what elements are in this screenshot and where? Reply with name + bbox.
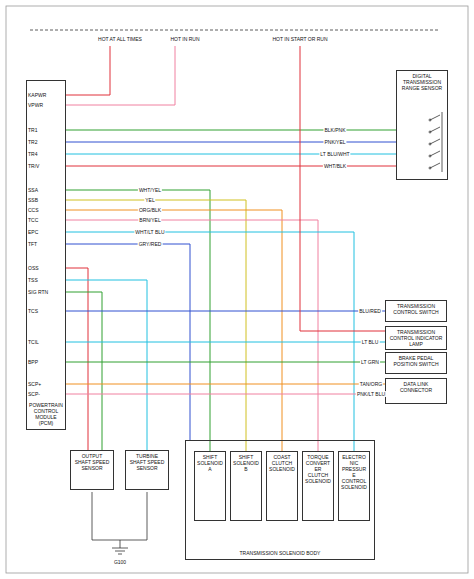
power-source: HOT IN START OR RUN	[265, 34, 335, 46]
node-label: HOT AT ALL TIMES	[90, 34, 150, 44]
wire-color: PNK/LT BLU	[356, 391, 386, 397]
pin-name: TCIL	[28, 339, 39, 345]
wire	[66, 46, 110, 95]
solenoid-body: TRANSMISSION SOLENOID BODY SHIFT SOLENOID…	[185, 440, 375, 560]
node-label: TRANSMISSION CONTROL INDICATOR LAMP	[386, 327, 446, 349]
power-source: HOT AT ALL TIMES	[90, 34, 150, 46]
pin-name: SCP+	[28, 381, 41, 387]
indicator-lamp: TRANSMISSION CONTROL INDICATOR LAMP	[385, 326, 447, 350]
brake-switch: BRAKE PEDAL POSITION SWITCH	[385, 352, 447, 374]
pin-name: SIG RTN	[28, 289, 48, 295]
wire-color: WHT/YEL	[138, 187, 162, 193]
wire	[66, 200, 246, 451]
wire-color: BLU/RED	[358, 308, 382, 314]
pin-name: TR/V	[28, 163, 39, 169]
node-label: TURBINE SHAFT SPEED SENSOR	[126, 451, 168, 473]
pin-name: TR1	[28, 127, 37, 133]
node-label: TRANSMISSION SOLENOID BODY	[186, 548, 374, 558]
pin-name: VPWR	[28, 102, 43, 108]
solenoid: SHIFT SOLENOID B	[230, 451, 262, 521]
solenoid: TORQUE CONVERTER CLUTCH SOLENOID	[302, 451, 334, 521]
wire	[66, 342, 385, 343]
pin-name: TSS	[28, 277, 38, 283]
pin-name: TFT	[28, 241, 37, 247]
pin-name: KAPWR	[28, 92, 46, 98]
node-label: HOT IN RUN	[160, 34, 210, 44]
node-label: POWERTRAIN CONTROL MODULE (PCM)	[27, 400, 65, 428]
solenoid: SHIFT SOLENOID A	[194, 451, 226, 521]
pin-name: TCS	[28, 308, 38, 314]
node-label: COAST CLUTCH SOLENOID	[267, 452, 297, 474]
node-label: DIGITAL TRANSMISSION RANGE SENSOR	[397, 71, 447, 93]
wire	[66, 190, 210, 451]
wire	[66, 384, 385, 385]
solenoid: ELECTRONIC PRESSURE CONTROL SOLENOID	[338, 451, 370, 521]
wire	[66, 268, 88, 450]
pin-name: OSS	[28, 265, 39, 271]
node-label: DATA LINK CONNECTOR	[386, 379, 446, 395]
wire	[66, 280, 147, 450]
control-switch: TRANSMISSION CONTROL SWITCH	[385, 300, 447, 322]
wire-color: BRN/YEL	[138, 217, 161, 223]
node-label: ELECTRONIC PRESSURE CONTROL SOLENOID	[339, 452, 369, 492]
wire	[66, 292, 102, 450]
wire	[66, 220, 318, 451]
ground-id: G100	[113, 559, 127, 565]
wire-color: WHT/LT BLU	[134, 229, 165, 235]
wire-color: LT GRN	[360, 359, 380, 365]
node-label: TORQUE CONVERTER CLUTCH SOLENOID	[303, 452, 333, 486]
pin-name: SCP-	[28, 391, 40, 397]
wire-color: BLK/PNK	[323, 127, 346, 133]
wire-color: WHT/BLK	[323, 163, 347, 169]
wire	[66, 46, 175, 105]
pin-name: SSB	[28, 197, 38, 203]
wire-color: YEL	[144, 197, 155, 203]
wire	[66, 210, 282, 451]
pin-name: TR2	[28, 139, 37, 145]
pin-name: EPC	[28, 229, 38, 235]
wire-color: LT BLU/WHT	[319, 151, 350, 157]
node-label: OUTPUT SHAFT SPEED SENSOR	[71, 451, 113, 473]
node-label: SHIFT SOLENOID B	[231, 452, 261, 474]
pin-name: TCC	[28, 217, 38, 223]
speed-sensor: OUTPUT SHAFT SPEED SENSOR	[70, 450, 114, 490]
pin-name: TR4	[28, 151, 37, 157]
node-label: TRANSMISSION CONTROL SWITCH	[386, 301, 446, 317]
solenoid: COAST CLUTCH SOLENOID	[266, 451, 298, 521]
pin-name: SSA	[28, 187, 38, 193]
wire-color: TAN/ORG	[359, 381, 383, 387]
pin-name: CCS	[28, 207, 39, 213]
wire	[66, 394, 385, 395]
wire-color: LT BLU	[361, 339, 380, 345]
wire-color: PNK/YEL	[323, 139, 346, 145]
power-source: HOT IN RUN	[160, 34, 210, 46]
range-sensor: DIGITAL TRANSMISSION RANGE SENSOR	[396, 70, 448, 180]
wire	[66, 362, 385, 363]
data-connector: DATA LINK CONNECTOR	[385, 378, 447, 404]
node-label: BRAKE PEDAL POSITION SWITCH	[386, 353, 446, 369]
node-label: HOT IN START OR RUN	[265, 34, 335, 44]
wire-color: GRY/RED	[138, 241, 163, 247]
wire	[66, 311, 385, 312]
wire	[300, 46, 385, 331]
wire-color: ORG/BLK	[138, 207, 162, 213]
node-label: SHIFT SOLENOID A	[195, 452, 225, 474]
speed-sensor: TURBINE SHAFT SPEED SENSOR	[125, 450, 169, 490]
pin-name: BPP	[28, 359, 38, 365]
